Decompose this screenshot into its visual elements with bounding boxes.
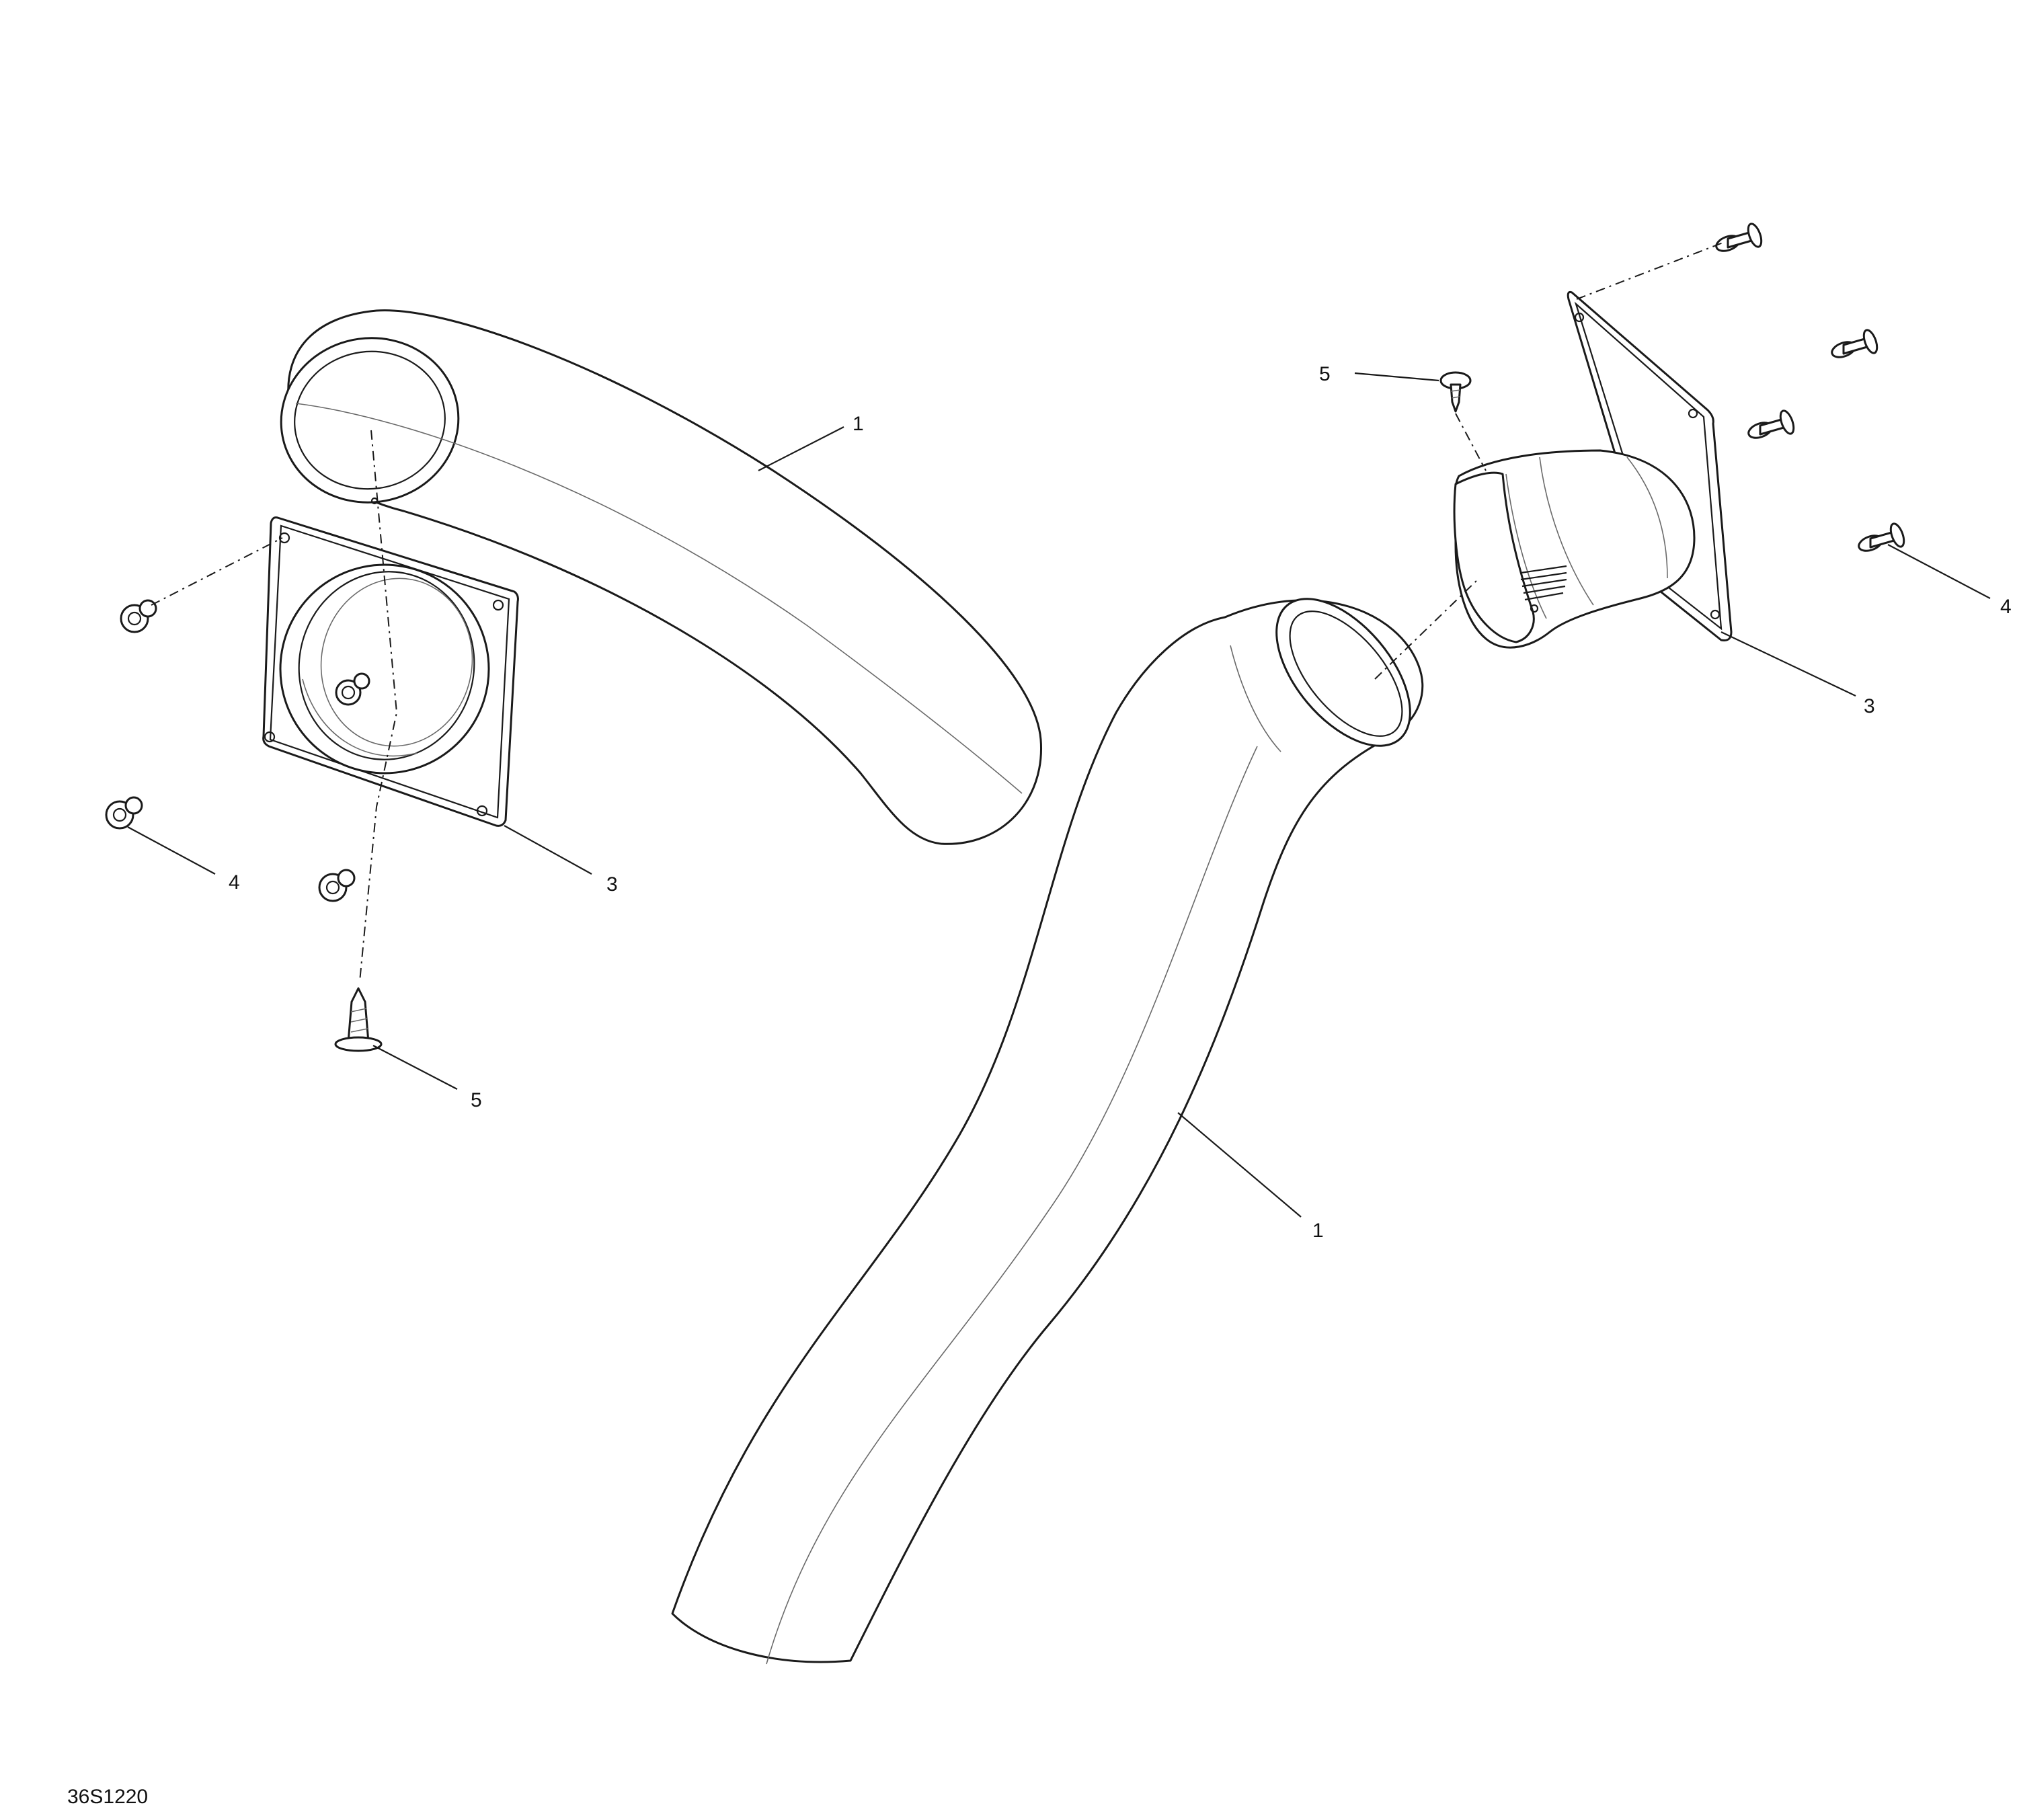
rivet-right-4 [1858,522,1905,552]
rivet-left-3 [318,869,356,902]
rivet-left-1 [120,599,157,633]
screw-left [334,987,383,1052]
callout-screw-left: 5 [471,1089,482,1111]
alignment-line-right-b [1455,413,1487,471]
rivet-right-1 [1715,223,1763,252]
callout-tube-left: 1 [853,413,864,435]
duct-tube-lower [671,598,1424,1665]
leader-screw-left [372,1045,458,1090]
leader-screw-right [1354,372,1439,382]
callout-rivet-right: 4 [2000,596,2012,618]
callout-flange-right: 3 [1864,695,1875,717]
duct-tube-upper [280,309,1042,845]
leader-rivet-left [127,826,216,875]
flange-left [262,516,519,827]
callout-tube-right: 1 [1312,1220,1324,1242]
screw-right [1439,371,1472,413]
alignment-line-right-c [1374,578,1480,680]
leader-flange-left [504,825,592,875]
leader-rivet-right [1887,544,1991,599]
callout-screw-right: 5 [1319,363,1331,385]
rivet-right-2 [1831,329,1878,358]
callout-rivet-left: 4 [229,871,240,894]
flange-right [1453,291,1733,649]
callout-flange-left: 3 [606,873,618,896]
leader-flange-right [1721,631,1856,697]
rivet-right-3 [1747,409,1795,439]
leader-tube-left [758,426,844,471]
alignment-line-left-a [359,430,398,982]
rivet-left-2 [105,796,143,830]
alignment-line-right-a [1576,241,1725,300]
leader-tube-right [1177,1112,1302,1218]
alignment-line-left-b [151,537,283,606]
drawing-number: 36S1220 [67,1786,148,1808]
